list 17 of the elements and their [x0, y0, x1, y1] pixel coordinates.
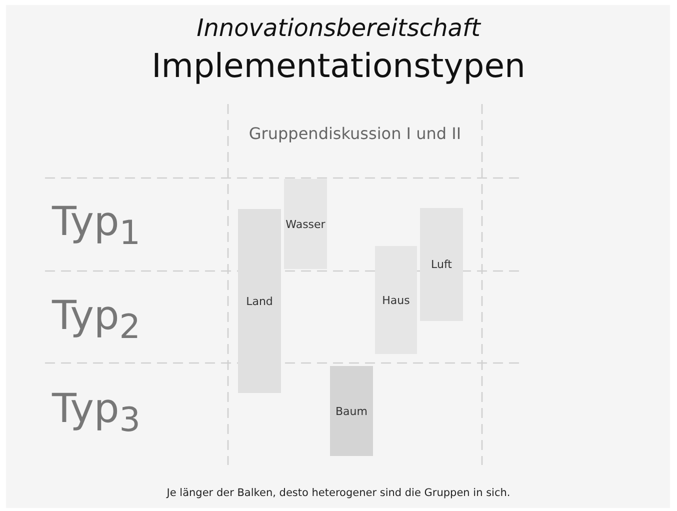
range-bar: [284, 179, 327, 269]
range-bar: [420, 208, 463, 321]
bar-label: Land: [246, 294, 273, 308]
range-bar: [238, 209, 281, 393]
bar-label: Luft: [431, 258, 452, 271]
caption: Je länger der Balken, desto heterogener sind die Gruppen in sich.: [165, 487, 512, 499]
range-bar: [330, 366, 373, 456]
bar-label: Wasser: [286, 218, 326, 230]
title: Implementationstypen: [150, 46, 526, 85]
row-label: Typ$_{2}$: [52, 296, 140, 344]
bar-label: Baum: [336, 404, 368, 418]
bar-label: Haus: [382, 294, 410, 306]
row-label: Typ$_{3}$: [52, 389, 140, 436]
column-heading: Gruppendiskussion I und II: [248, 124, 462, 143]
subtitle: Innovationsbereitschaft: [196, 14, 482, 42]
row-label: Typ$_{1}$: [52, 202, 140, 250]
range-bar: [375, 246, 417, 354]
